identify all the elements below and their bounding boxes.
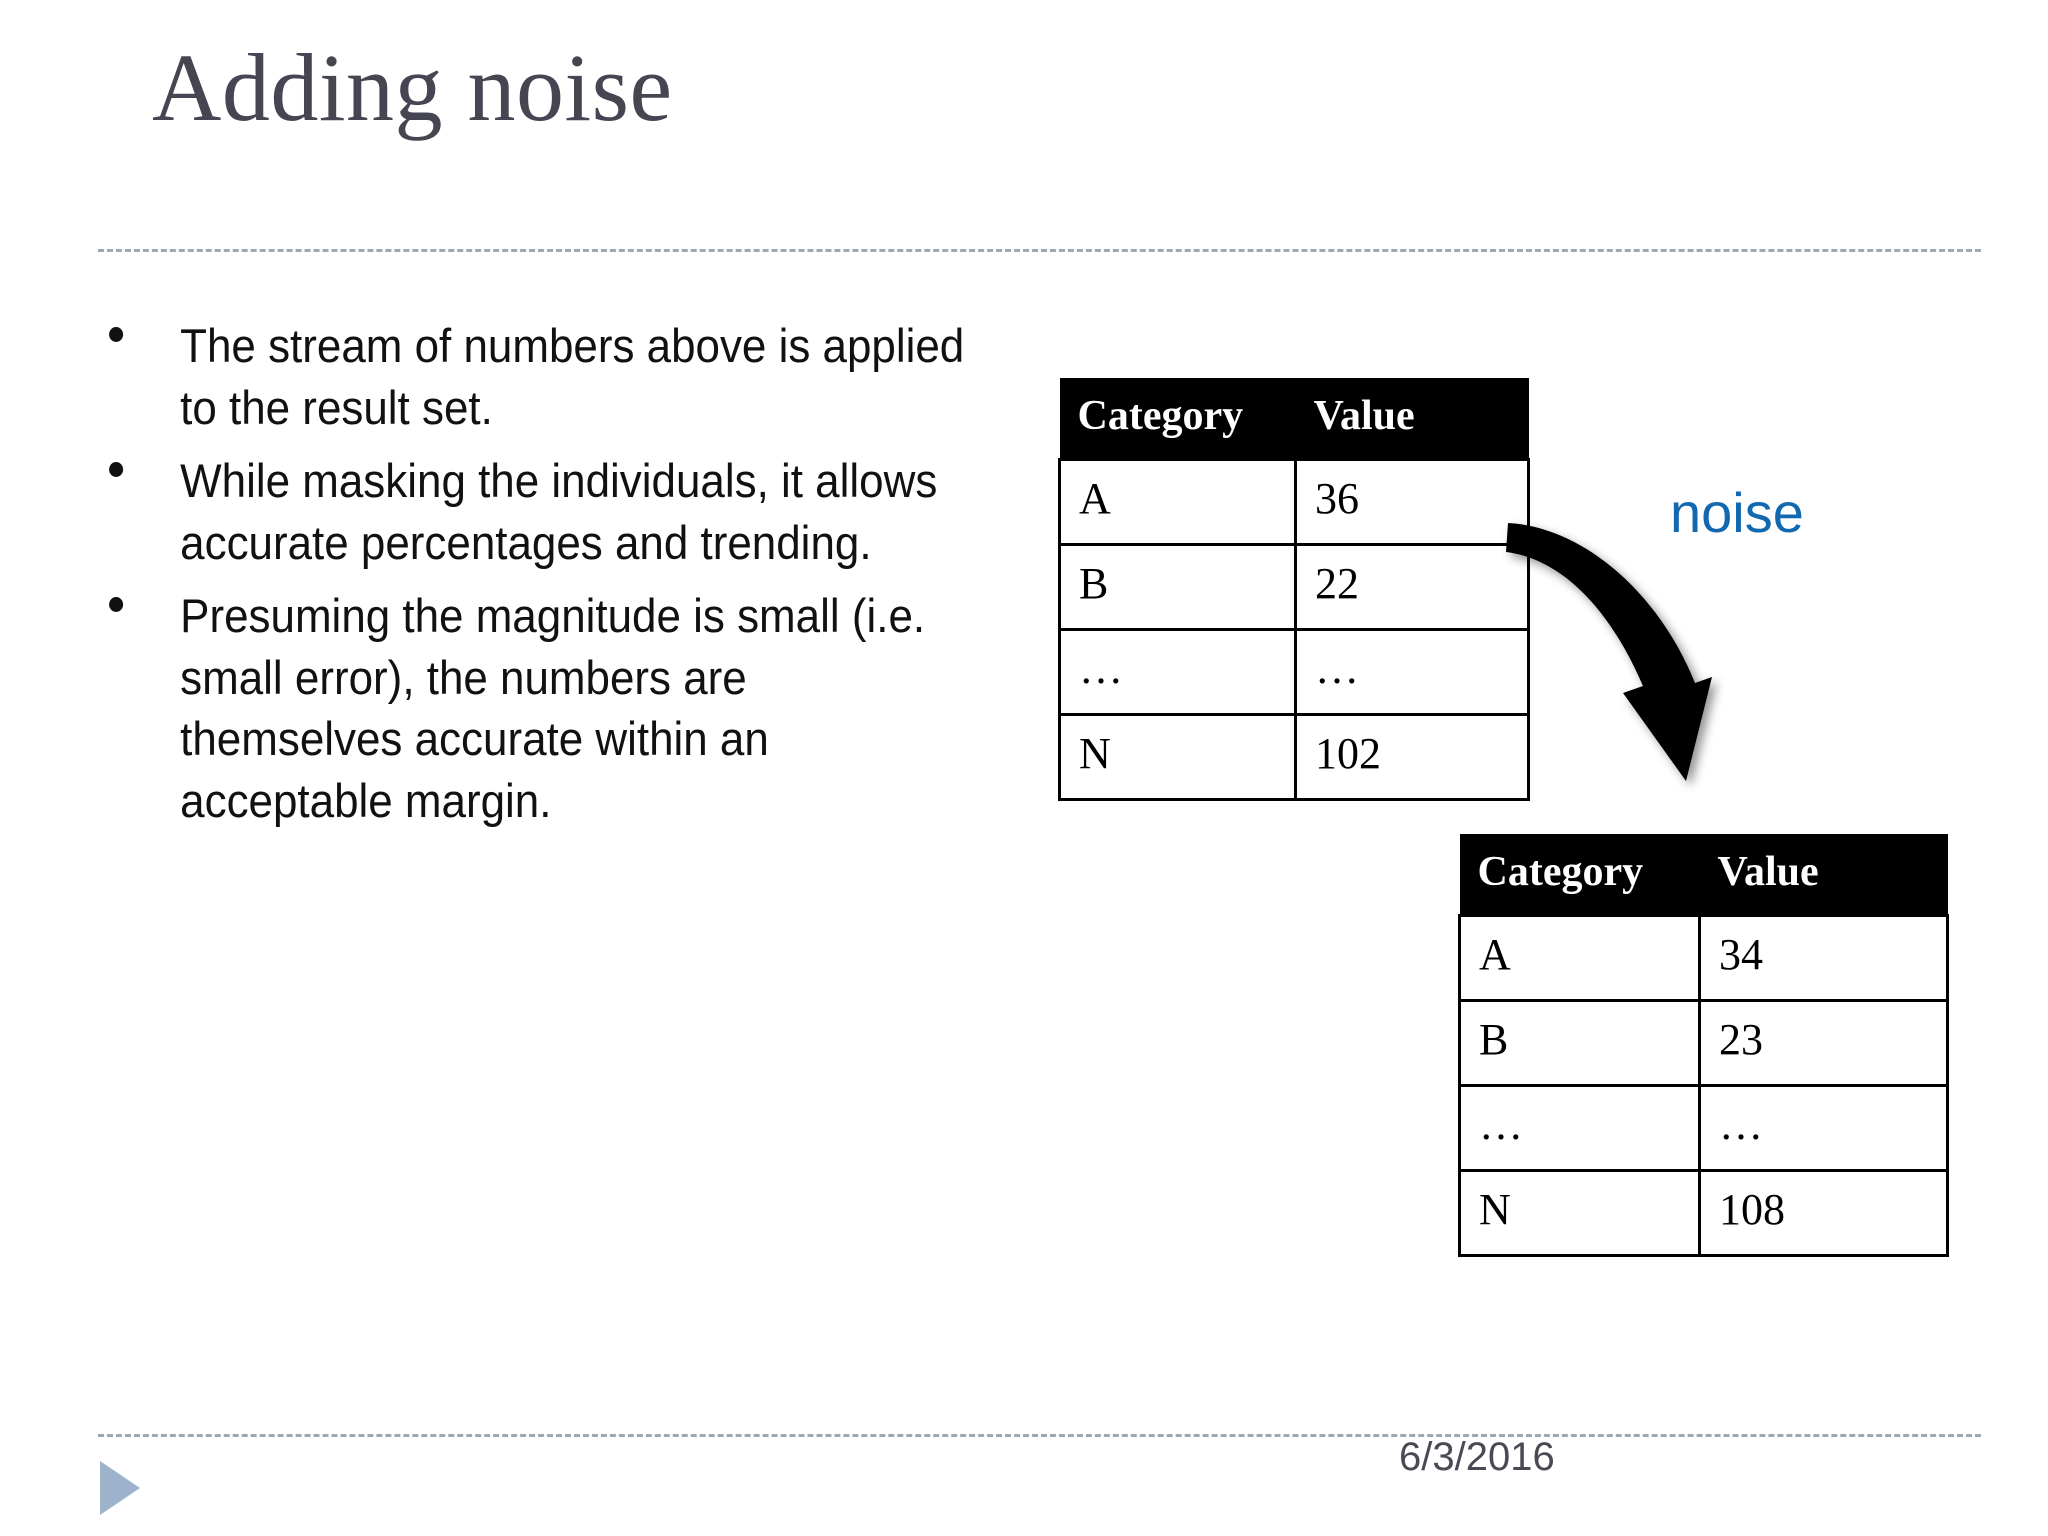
cell-value: … xyxy=(1294,628,1530,716)
noise-annotation-label: noise xyxy=(1670,481,1804,544)
bullet-dot-icon xyxy=(109,462,124,478)
play-triangle-icon[interactable] xyxy=(100,1461,140,1515)
list-item: Presuming the magnitude is small (i.e. s… xyxy=(96,585,966,831)
list-item: While masking the individuals, it allows… xyxy=(96,450,966,573)
page-title: Adding noise xyxy=(152,34,673,141)
list-item-label: While masking the individuals, it allows… xyxy=(180,454,938,569)
bullet-dot-icon xyxy=(109,327,124,343)
cell-value: 22 xyxy=(1294,543,1530,631)
table-row: N 108 xyxy=(1458,1169,1949,1257)
table-row: B 22 xyxy=(1058,543,1530,631)
cell-category: B xyxy=(1058,543,1297,631)
table-row: … … xyxy=(1058,628,1530,716)
cell-category: N xyxy=(1458,1169,1701,1257)
cell-value: 108 xyxy=(1698,1169,1949,1257)
cell-category: N xyxy=(1058,713,1297,801)
table-head: Category Value xyxy=(1059,378,1529,460)
table-head: Category Value xyxy=(1459,834,1948,916)
cell-value: 36 xyxy=(1294,458,1530,546)
cell-category: A xyxy=(1058,458,1297,546)
table-row: … … xyxy=(1458,1084,1949,1172)
cell-category: … xyxy=(1058,628,1297,716)
column-header-value: Value xyxy=(1295,378,1529,460)
table-row: A 36 xyxy=(1058,458,1530,546)
cell-value: 102 xyxy=(1294,713,1530,801)
cell-value: 23 xyxy=(1698,999,1949,1087)
table-row: N 102 xyxy=(1058,713,1530,801)
bullet-list: The stream of numbers above is applied t… xyxy=(96,315,1026,844)
list-item-label: Presuming the magnitude is small (i.e. s… xyxy=(180,589,926,827)
bullet-dot-icon xyxy=(109,597,124,613)
cell-category: … xyxy=(1458,1084,1701,1172)
table-header-row: Category Value xyxy=(1059,378,1529,460)
cell-value: 34 xyxy=(1698,914,1949,1002)
footer-date: 6/3/2016 xyxy=(1399,1435,1555,1479)
table-row: A 34 xyxy=(1458,914,1949,1002)
curved-down-right-arrow-icon xyxy=(1506,523,1712,781)
column-header-category: Category xyxy=(1459,834,1700,916)
column-header-value: Value xyxy=(1699,834,1948,916)
column-header-category: Category xyxy=(1059,378,1296,460)
table-body: A 36 B 22 … … N 102 xyxy=(1058,458,1530,801)
original-result-table: Category Value A 36 B 22 … … N 102 xyxy=(1058,378,1530,801)
noisy-result-table: Category Value A 34 B 23 … … N 108 xyxy=(1458,834,1949,1257)
table-row: B 23 xyxy=(1458,999,1949,1087)
footer-divider-rule xyxy=(98,1434,1981,1437)
table-body: A 34 B 23 … … N 108 xyxy=(1458,914,1949,1257)
cell-category: A xyxy=(1458,914,1701,1002)
list-item-label: The stream of numbers above is applied t… xyxy=(180,319,965,434)
table-header-row: Category Value xyxy=(1459,834,1948,916)
cell-category: B xyxy=(1458,999,1701,1087)
cell-value: … xyxy=(1698,1084,1949,1172)
list-item: The stream of numbers above is applied t… xyxy=(96,315,966,438)
title-divider-rule xyxy=(98,249,1981,252)
